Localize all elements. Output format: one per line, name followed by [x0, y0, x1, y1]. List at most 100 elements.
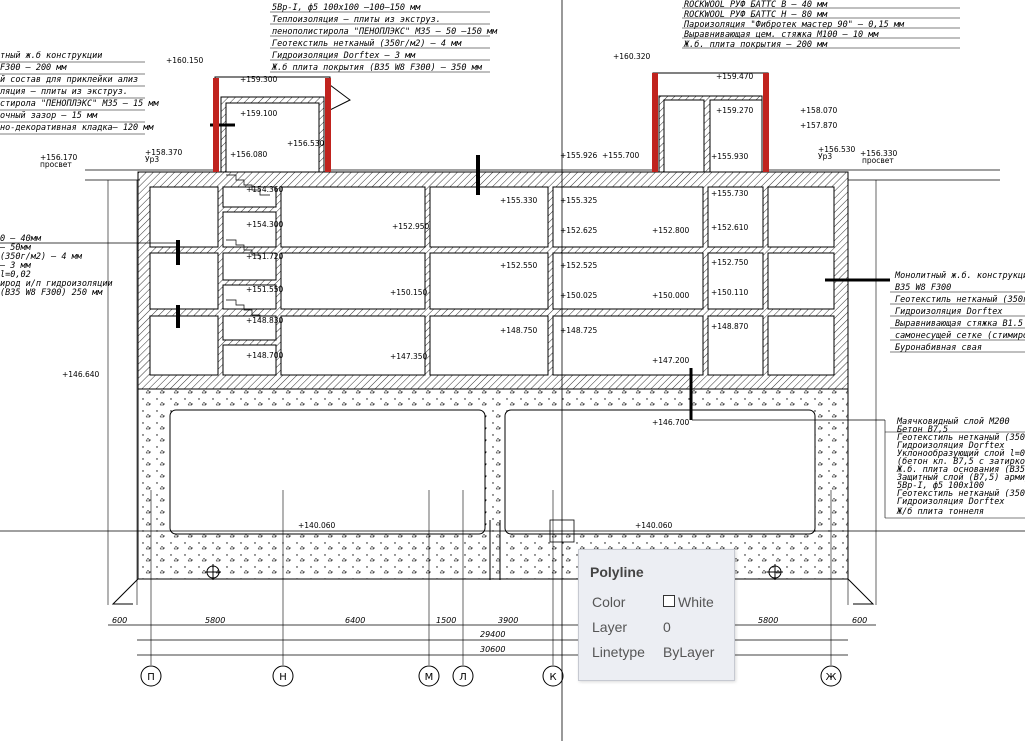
note-left: стирола "ПЕНОПЛЭКС" М35 – 15 мм	[0, 99, 160, 109]
elevation-label: +160.320	[613, 52, 651, 61]
dimension-label: 600	[852, 616, 867, 625]
elevation-label: +159.100	[240, 109, 278, 118]
elevation-label: просвет	[40, 160, 72, 169]
axis-markers: П Н М Л К Ж	[147, 672, 836, 683]
color-swatch-icon	[663, 595, 675, 607]
note-right-mid: Монолитный ж.б. конструкции	[894, 270, 1025, 281]
note-right-low: Ж.б. плита основания (В35 W8	[896, 464, 1025, 475]
note-right-low: Геотекстиль нетканый (350г/	[897, 489, 1025, 499]
dimension-label: 5800	[758, 616, 778, 625]
note-left: F300 – 200 мм	[0, 63, 67, 73]
elevation-label: +154.360	[246, 185, 284, 194]
dimension-label: 6400	[345, 616, 365, 625]
drawing-annotations: 5Вр-I, ф5 100х100 —100–150 мм Теплоизоля…	[0, 0, 1025, 517]
tooltip-value-color: White	[678, 594, 714, 610]
dimension-total: 29400	[480, 630, 505, 639]
note-right-mid: Гидроизоляция Dorftex	[895, 307, 1003, 317]
note-top-left: Ж.б плита покрытия (В35 W8 F300) – 350 м…	[271, 62, 483, 73]
note-top-right: Ж.б. плита покрытия – 200 мм	[683, 39, 828, 50]
note-top-left: пенополистирола "ПЕНОПЛЭКС" М35 – 50 –15…	[272, 27, 498, 37]
elevation-label: +152.525	[560, 261, 598, 270]
note-top-left: 5Вр-I, ф5 100х100 —100–150 мм	[272, 3, 421, 13]
axis-label: Н	[279, 672, 287, 683]
note-left-2: (В35 W8 F300) 250 мм	[0, 288, 103, 298]
note-top-left: Геотекстиль нетканый (350г/м2) – 4 мм	[272, 39, 462, 49]
note-right-low: Гидроизоляция Dorftex	[897, 497, 1005, 507]
dimension-label: 5800	[205, 616, 225, 625]
elevation-label: +159.270	[716, 106, 754, 115]
elevation-label: +150.000	[652, 291, 690, 300]
elevation-label: +156.530	[818, 145, 856, 154]
note-left: тный ж.б конструкции	[0, 50, 102, 61]
note-left: но-декоративная кладка– 120 мм	[0, 123, 154, 133]
elevation-label: +155.330	[500, 196, 538, 205]
axis-label: К	[549, 672, 556, 683]
note-right-low: Бетон В7,5	[897, 425, 948, 435]
note-right-low: Гидроизоляция Dorftex	[897, 441, 1005, 451]
elevation-label: Ур3	[818, 152, 832, 161]
elevation-label: +147.350	[390, 352, 428, 361]
elevation-label: +155.325	[560, 196, 598, 205]
axis-label: Л	[459, 672, 467, 683]
axis-label: Ж	[826, 672, 837, 683]
elevation-label: +152.550	[500, 261, 538, 270]
note-top-right: ROCKWOOL РУФ БАТТС Н – 80 мм	[684, 10, 828, 20]
elevation-label: +151.720	[246, 252, 284, 261]
note-left-2: – 3 мм	[0, 261, 32, 271]
elevation-label: +148.870	[711, 322, 749, 331]
note-top-right: ROCKWOOL РУФ БАТТС В – 40 мм	[684, 0, 828, 10]
note-right-low: Уклонообразующий слой l=0,02	[897, 448, 1025, 459]
dimension-labels: 600 5800 6400 1500 3900 5800 600 29400 3…	[112, 616, 867, 654]
tooltip-title: Polyline	[590, 564, 644, 580]
elevation-label: +150.110	[711, 288, 749, 297]
elevation-label: +152.950	[392, 222, 430, 231]
note-left-2: 0 – 40мм	[0, 234, 42, 244]
note-left-2: – 50мм	[0, 243, 32, 253]
dimension-label: 3900	[498, 616, 518, 625]
elevation-label: Ур3	[145, 155, 159, 164]
dimension-label: 600	[112, 616, 127, 625]
note-right-low: Ж/б плита тоннеля	[896, 506, 984, 517]
note-right-low: Геотекстиль нетканый (350г/	[897, 433, 1025, 443]
elevation-label: +158.370	[145, 148, 183, 157]
elevation-label: +148.750	[500, 326, 538, 335]
elevation-label: +140.060	[635, 521, 673, 530]
elevation-label: +151.550	[246, 285, 284, 294]
tooltip-value-layer: 0	[663, 619, 671, 635]
note-left: очный зазор – 15 мм	[0, 111, 98, 121]
note-right-low: (бетон кл. В7,5 с затиркой ц	[897, 456, 1025, 467]
note-right-mid: В35 W8 F300	[895, 283, 951, 293]
elevation-label: +150.150	[390, 288, 428, 297]
note-top-right: Пароизоляция "Фибротек мастер 90" – 0,15…	[683, 19, 905, 30]
elevation-label: +152.750	[711, 258, 749, 267]
note-top-left: Гидроизоляция Dorftex – 3 мм	[272, 51, 416, 61]
note-top-left: Теплоизоляция – плиты из экструз.	[272, 15, 441, 25]
note-right-mid: Буронабивная свая	[895, 342, 982, 353]
note-right-mid: Геотекстиль нетканый (350г/	[895, 295, 1025, 305]
elevation-marks: +160.150 +159.300 +159.100 +156.530 +158…	[40, 52, 898, 530]
elevation-label: +147.200	[652, 356, 690, 365]
note-right-low: Маячковидный слой М200	[896, 417, 1010, 427]
elevation-label: +156.080	[230, 150, 268, 159]
elevation-label: +146.700	[652, 418, 690, 427]
elevation-label: +152.610	[711, 223, 749, 232]
elevation-label: +146.640	[62, 370, 100, 379]
dimension-label: 1500	[436, 616, 456, 625]
elevation-label: +160.150	[166, 56, 204, 65]
elevation-label: +150.025	[560, 291, 598, 300]
note-left-2: ирод и/п гидроизоляции	[0, 279, 113, 289]
tooltip-value-linetype: ByLayer	[663, 644, 715, 660]
note-right-low: Защитный слой (В7,5) армиро	[896, 473, 1025, 483]
dimension-total: 30600	[480, 645, 505, 654]
elevation-label: +156.330	[860, 149, 898, 158]
tooltip-key-linetype: Linetype	[592, 644, 645, 660]
axis-label: П	[147, 672, 155, 683]
note-left-2: (350г/м2) – 4 мм	[0, 252, 83, 262]
elevation-label: +148.830	[246, 316, 284, 325]
object-properties-tooltip: Polyline Color White Layer 0 Linetype By…	[578, 549, 735, 681]
elevation-label: +154.300	[246, 220, 284, 229]
note-left: ляция – плиты из экструз.	[0, 87, 128, 97]
axis-label: М	[425, 672, 434, 683]
